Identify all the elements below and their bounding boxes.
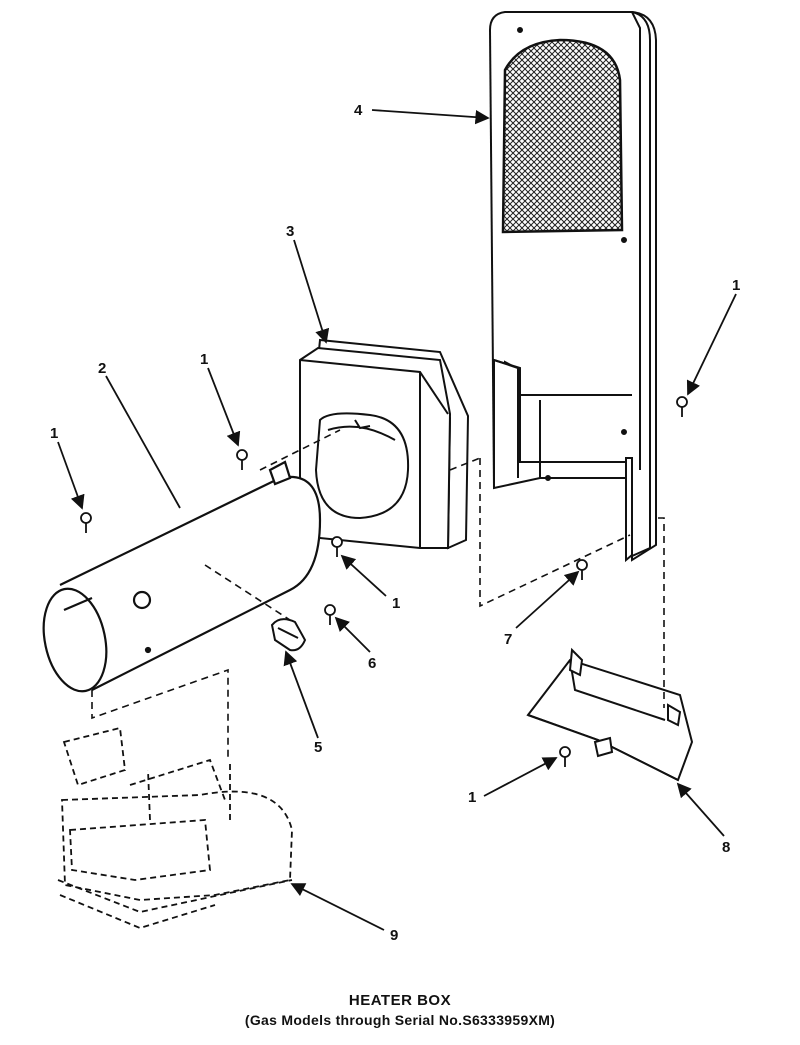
screw-1-center: [331, 536, 343, 557]
screw-1-bottom: [559, 746, 571, 767]
diagram-subtitle: (Gas Models through Serial No.S6333959XM…: [244, 1012, 556, 1028]
alignment-lines: [91, 429, 665, 760]
callout-2: 2: [98, 360, 106, 377]
screws: [80, 396, 688, 767]
part-8-bracket: [526, 647, 694, 782]
callout-6: 6: [368, 655, 376, 672]
callout-1a: 1: [200, 351, 208, 368]
callout-1b: 1: [50, 425, 58, 442]
screw-1-left: [80, 512, 92, 533]
leader-lines: [57, 109, 737, 931]
callout-5: 5: [314, 739, 322, 756]
screw-1-top: [236, 449, 248, 470]
callout-1c: 1: [392, 595, 400, 612]
callout-labels: 4 3 1 2 1 1 1 6 5 7 1 8 9: [50, 102, 740, 944]
part-2-heater-tube: [42, 460, 322, 693]
part-5-thermostat: [270, 618, 307, 652]
screw-6: [324, 604, 336, 625]
callout-7: 7: [504, 631, 512, 648]
callout-8: 8: [722, 839, 730, 856]
screw-7: [576, 559, 588, 580]
callout-1d: 1: [732, 277, 740, 294]
callout-9: 9: [390, 927, 398, 944]
callout-3: 3: [286, 223, 294, 240]
screw-1-right: [676, 396, 688, 417]
part-3-duct-box: [299, 338, 470, 550]
callout-4: 4: [354, 102, 363, 119]
part-4-rear-panel: [489, 11, 657, 563]
diagram-title: HEATER BOX: [348, 992, 452, 1009]
part-9-burner-assembly-phantom: [57, 726, 293, 929]
callout-1e: 1: [468, 789, 476, 806]
